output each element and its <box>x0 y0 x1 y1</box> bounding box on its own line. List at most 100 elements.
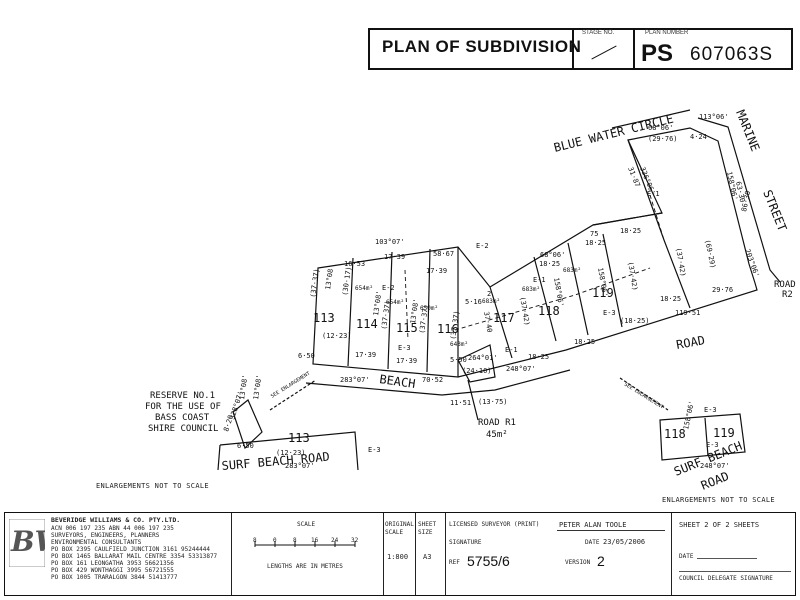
lot-116: 116 <box>437 322 459 336</box>
easement-e3-d: E-3 <box>704 406 717 414</box>
lot-line-116-117 <box>489 286 513 359</box>
lot-113-enlarged: 113 <box>288 431 310 445</box>
street-road: ROAD <box>675 333 706 352</box>
lot-113: 113 <box>313 311 335 325</box>
dim-36: 17·39 <box>396 357 417 365</box>
lot-line-113-114 <box>347 257 354 367</box>
dim-58: (12·23) <box>276 449 306 457</box>
council-signature-line <box>679 571 791 572</box>
dim-39: (12·23) <box>322 332 352 340</box>
lot-115: 115 <box>396 321 418 335</box>
lot-119-inset: 119 <box>713 426 735 440</box>
header-divider-2 <box>633 28 635 70</box>
dim-51: (37·37) <box>449 310 461 340</box>
lot-line-rear <box>627 139 691 309</box>
easement-e2-b: E-2 <box>476 242 489 250</box>
firm-name: BEVERIDGE WILLIAMS & CO. PTY.LTD. <box>51 516 181 524</box>
lot-118-inset: 118 <box>664 427 686 441</box>
dim-4: 336°06' <box>638 166 656 196</box>
dim-61: 158°06' <box>682 400 696 431</box>
blue-water-circle-line <box>611 109 691 129</box>
lot-line-117-118 <box>533 256 557 342</box>
ref-label: REF <box>449 559 460 566</box>
scale-tick-4: 24 <box>331 537 339 544</box>
easement-e3-e: E-3 <box>706 441 719 449</box>
title-firm-cell <box>5 513 232 595</box>
area-113: 654m² <box>355 285 373 292</box>
plan-header-box <box>368 28 793 70</box>
area-114: 654m² <box>386 299 404 306</box>
road-r1-leader <box>467 379 479 421</box>
street-blue-water: BLUE WATER CIRCLE <box>552 112 675 155</box>
see-enlargement-1: SEE ENLARGEMENT <box>270 371 311 400</box>
easement-e1-b: E-1 <box>533 276 546 284</box>
road-r1 <box>457 344 496 383</box>
easement-e3-b: E-3 <box>603 309 616 317</box>
surf-road-line-2 <box>217 444 221 471</box>
firm-office-4: PO BOX 429 WONTHAGGI 3995 56721555 <box>51 567 174 574</box>
lot-118: 118 <box>538 304 560 318</box>
dim-43: 58·67 <box>433 250 454 258</box>
surf-road-line-1 <box>219 431 359 471</box>
easement-line-1 <box>454 267 651 331</box>
inset-boundary <box>659 413 746 461</box>
dim-19: 18·25 <box>528 353 549 361</box>
dim-30: 264°01' <box>468 354 498 362</box>
dim-16: 18·25 <box>539 260 560 268</box>
scale-tick-5: 32 <box>351 537 359 544</box>
dim-14: 18·25 <box>620 227 641 235</box>
dim-25: 158°06' <box>552 277 565 307</box>
dim-56: 8·20 <box>222 414 235 433</box>
council-signature-label: COUNCIL DELEGATE SIGNATURE <box>679 575 773 582</box>
title-original-cell <box>383 513 416 595</box>
original-scale-value: 1:800 <box>387 553 409 561</box>
sheet-size-label: SHEET SIZE <box>418 521 437 536</box>
dim-52: 13°08' <box>372 290 383 316</box>
scale-tick-1: 0 <box>273 537 277 544</box>
dim-13: 18·25 <box>660 295 681 303</box>
area-119: 683m² <box>563 267 581 274</box>
scale-units: LENGTHS ARE IN METRES <box>267 563 343 570</box>
surveyor-underline <box>557 530 665 531</box>
firm-office-5: PO BOX 1005 TRARALGON 3844 51413777 <box>51 574 178 581</box>
dim-1: 68°06' <box>648 124 673 132</box>
firm-services: SURVEYORS, ENGINEERS, PLANNERS <box>51 532 160 539</box>
road-r2-label-a: ROAD <box>774 280 796 290</box>
see-enlargement-2: SEE ENLARGEMENT <box>623 382 664 411</box>
lot-117: 117 <box>493 311 515 325</box>
enlargements-note-left: ENLARGEMENTS NOT TO SCALE <box>96 482 209 490</box>
road-r1-area: 45m² <box>486 430 508 440</box>
dim-62: 248°07' <box>700 462 730 470</box>
dim-63: 2 <box>487 290 491 298</box>
header-divider-1 <box>572 28 574 70</box>
ref-value: 5755/6 <box>467 553 510 569</box>
dim-10: 203°06' <box>743 248 761 278</box>
reserve-note-line4: SHIRE COUNCIL <box>148 424 218 434</box>
original-scale-label: ORIGINAL SCALE <box>385 521 414 536</box>
firm-office-3: PO BOX 161 LEONGATHA 3953 56621356 <box>51 560 174 567</box>
road-r1-label: ROAD R1 <box>478 418 516 428</box>
lot-119: 119 <box>592 286 614 300</box>
easement-e1-a: E-1 <box>647 190 660 198</box>
dim-54: 13°08' <box>238 374 249 400</box>
reserve-boundary <box>232 399 263 450</box>
area-115: 650m² <box>420 305 438 312</box>
scale-bar <box>254 541 356 547</box>
road-r2-label-b: R2 <box>782 290 793 300</box>
firm-office-1: PO BOX 2395 CAULFIELD JUNCTION 3161 9524… <box>51 546 210 553</box>
dim-60: 13°08' <box>252 374 263 400</box>
area-118: 683m² <box>522 286 540 293</box>
council-date-line <box>697 558 757 559</box>
scale-tick-0: 8 <box>253 537 257 544</box>
sheet-size-value: A3 <box>423 553 432 561</box>
street-beach: BEACH <box>379 372 417 391</box>
easement-e2-a: E-2 <box>382 284 395 292</box>
dim-28: 248°07' <box>506 365 536 373</box>
street-street: STREET <box>760 188 789 233</box>
easement-line-3 <box>404 269 409 341</box>
beach-road-line <box>305 369 571 396</box>
dim-42: 17·39 <box>384 253 405 261</box>
date-label: DATE <box>585 539 600 546</box>
surveyor-label: LICENSED SURVEYOR (PRINT) <box>449 521 540 528</box>
dim-2: (29·76) <box>648 135 678 143</box>
